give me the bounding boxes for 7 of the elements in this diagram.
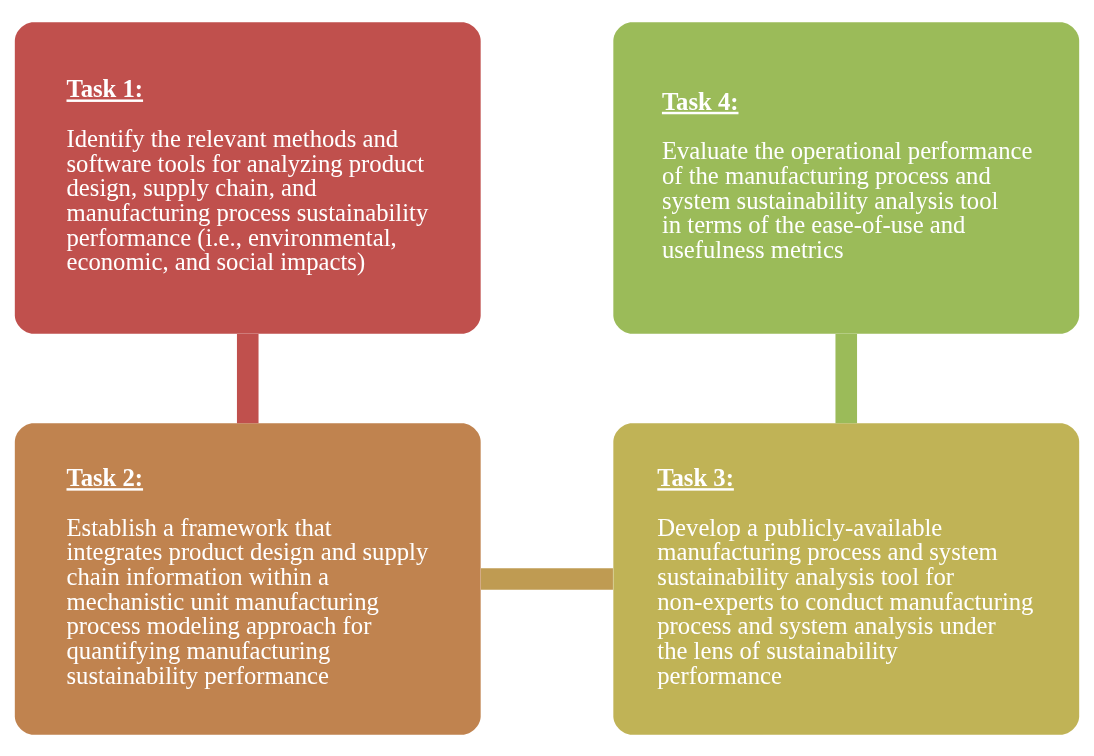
connector (236, 333, 259, 423)
node-box: Task 3: Develop a publicly-available manufacturing process and system sustainability analysis tool for non-experts to conduct manufacturing process and system analysis under the lens of sustainability performance (613, 422, 1080, 735)
node-box: Task 4: Evaluate the operational performance of the manufacturing process and system sustainability analysis tool in terms of the ease-of-use and usefulness metrics (613, 21, 1080, 334)
connector (480, 567, 613, 590)
node-box: Task 1: Identify the relevant methods and software tools for analyzing product design, supply chain, and manufacturing process sustainability performance (i.e., environmental, economic, and social impacts) (14, 21, 481, 334)
connector (835, 333, 858, 423)
node-box: Task 2: Establish a framework that integrates product design and supply chain information within a mechanistic unit manufacturing process modeling approach for quantifying manufacturing sustainability performance (14, 422, 481, 735)
